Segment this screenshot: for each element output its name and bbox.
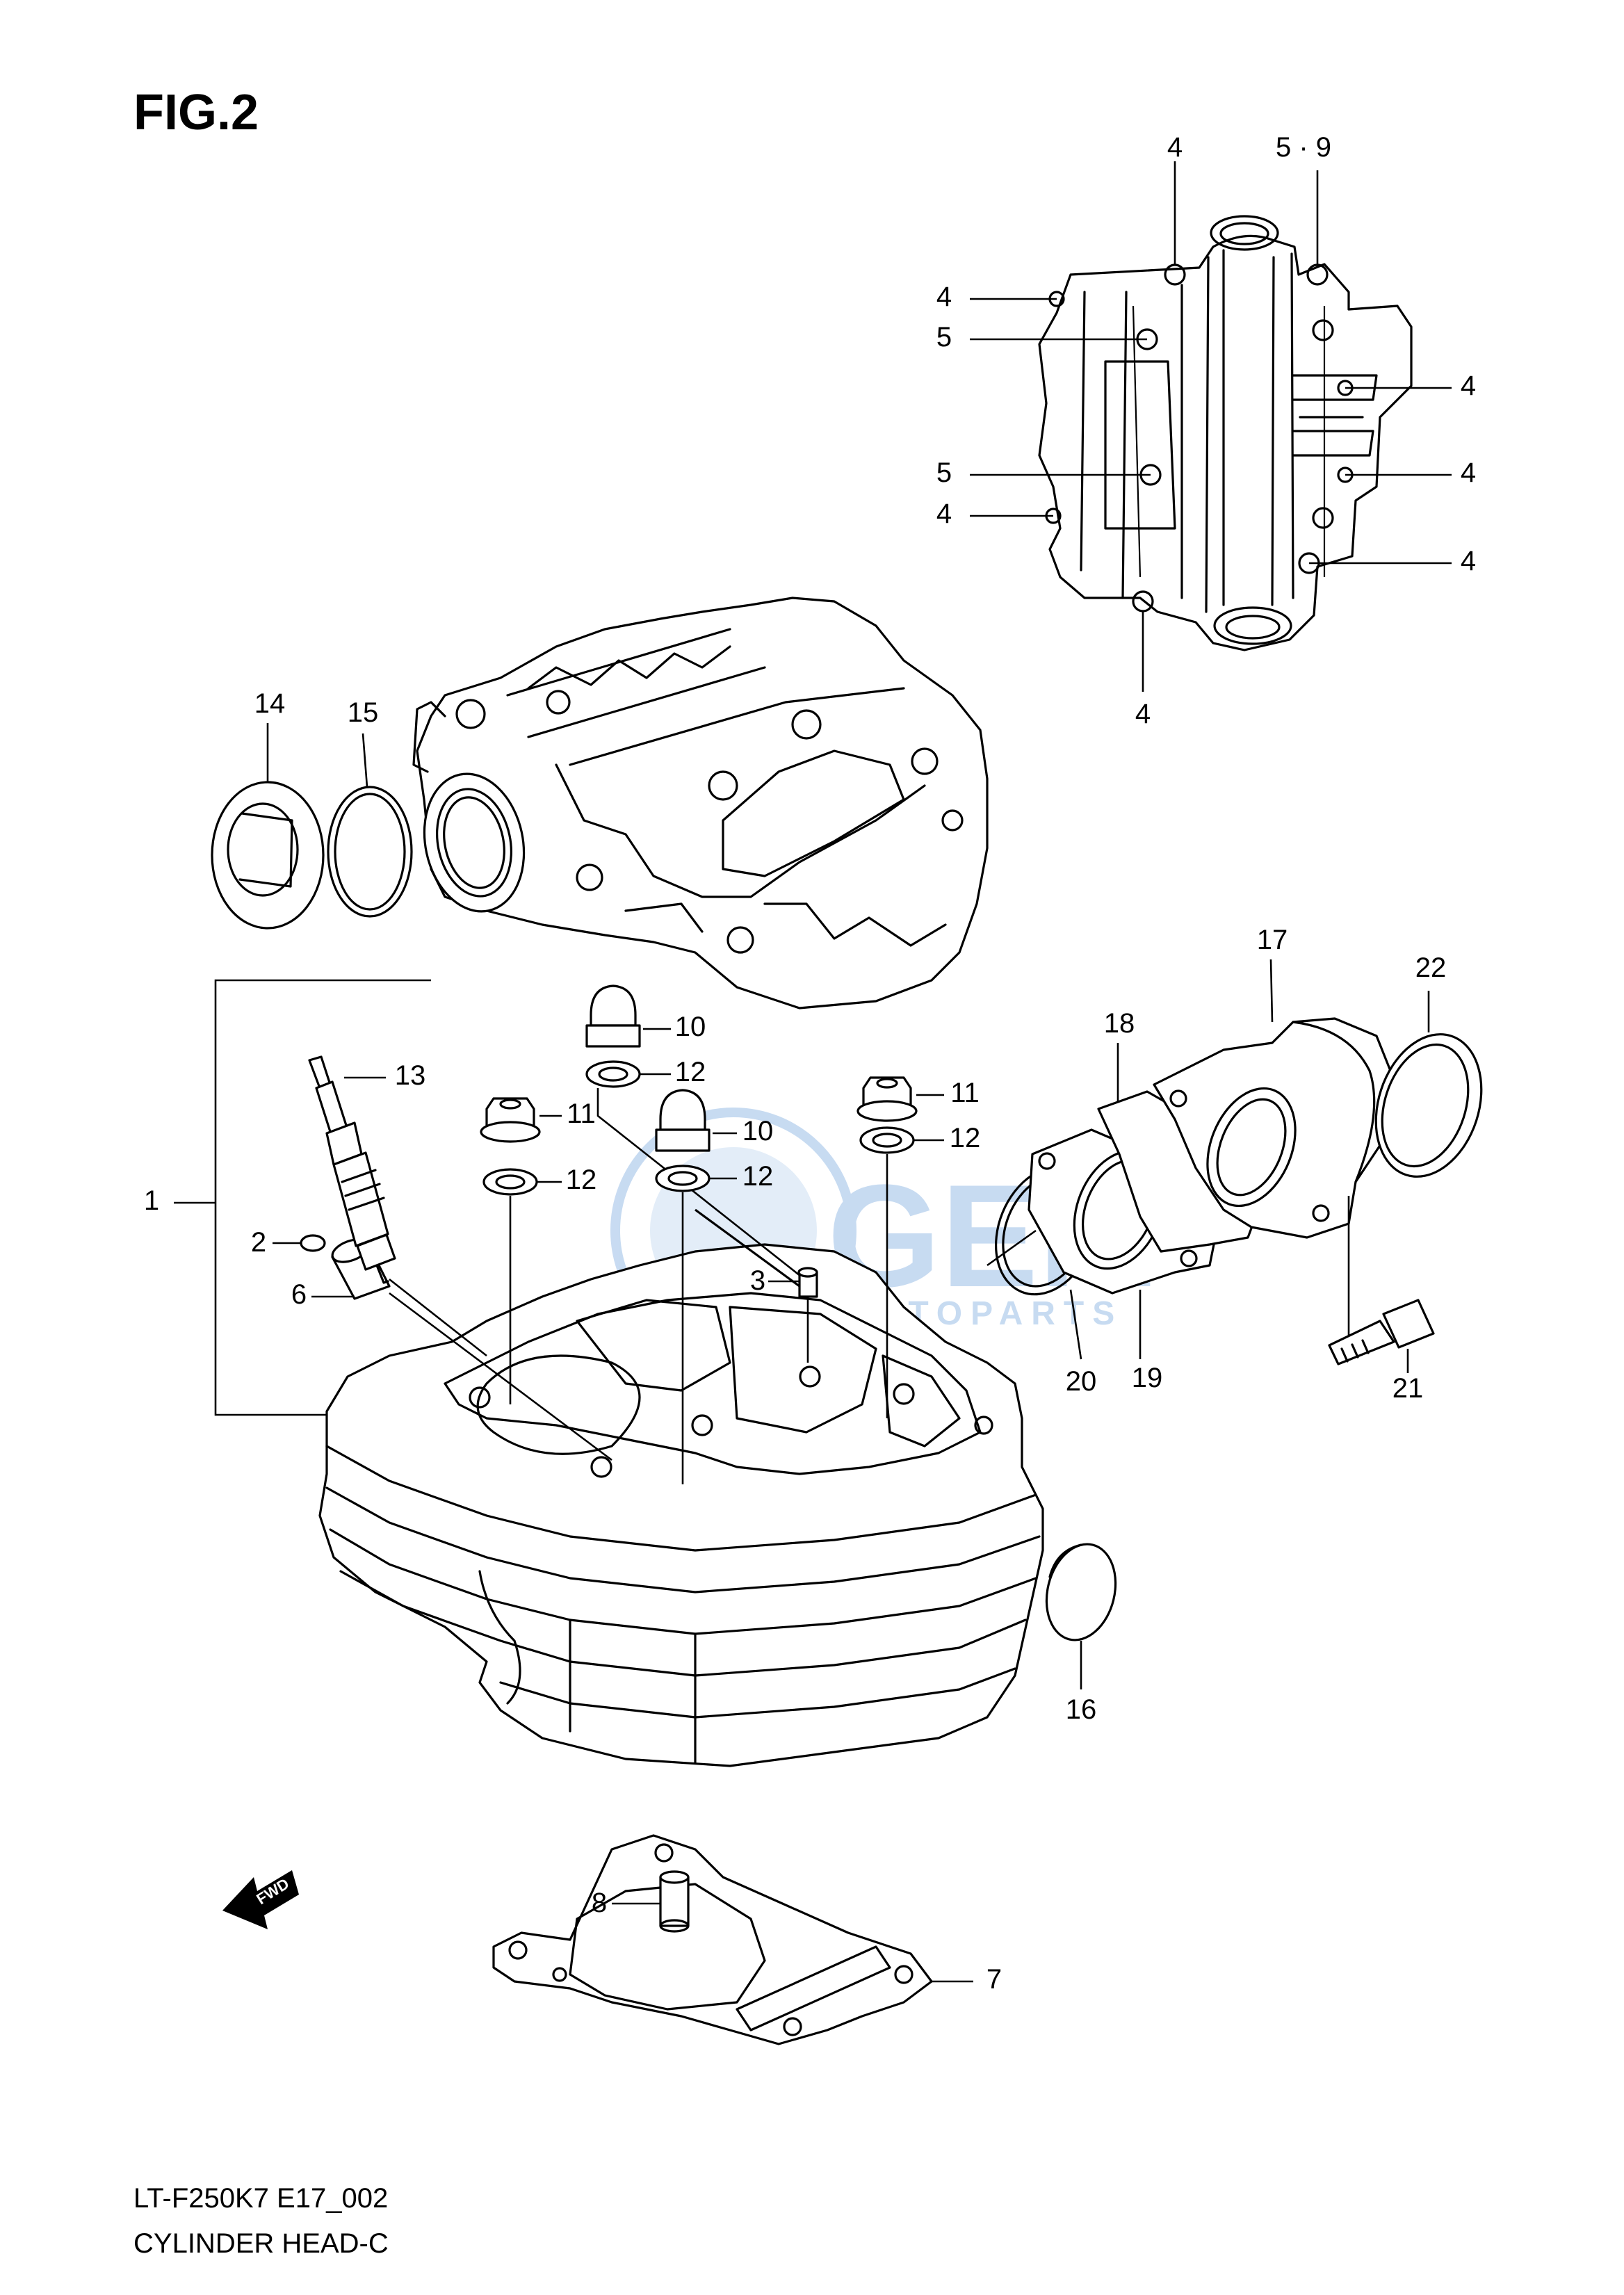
callout-22: 22 <box>1415 952 1447 983</box>
part-12-washer-center <box>655 1165 737 1484</box>
callout-18: 18 <box>1104 1008 1135 1039</box>
part-13-spark-plug <box>308 1055 487 1357</box>
callout-12-upper: 12 <box>675 1057 706 1087</box>
callout-12-left: 12 <box>566 1165 597 1195</box>
part-17-intake-pipe <box>1153 959 1392 1347</box>
part-22-clamp <box>1374 991 1483 1178</box>
callout-4-bottom: 4 <box>1135 699 1151 729</box>
callout-4-top: 4 <box>1167 132 1183 163</box>
callout-3: 3 <box>750 1265 765 1296</box>
callout-17: 17 <box>1257 925 1288 955</box>
callout-10-lower: 10 <box>742 1116 774 1146</box>
part-11-nut-left <box>480 1097 562 1143</box>
part-2-ring <box>273 1234 326 1252</box>
part-14-cap <box>211 723 325 930</box>
callout-12-right: 12 <box>950 1123 981 1153</box>
callout-5-lower: 5 <box>936 457 952 488</box>
callout-8: 8 <box>592 1888 607 1918</box>
part-8-dowel <box>612 1870 690 1933</box>
callout-4-left-lower: 4 <box>936 498 952 529</box>
part-16-cap <box>1045 1543 1117 1689</box>
part-7-head-gasket <box>492 1834 973 2045</box>
callout-20: 20 <box>1066 1366 1097 1397</box>
callout-5-9: 5 · 9 <box>1276 132 1331 163</box>
part-3-stud <box>768 1267 818 1363</box>
callout-4-right-middle: 4 <box>1461 457 1476 488</box>
callout-11-right: 11 <box>950 1078 980 1108</box>
part-15-o-ring <box>327 733 413 918</box>
callout-2: 2 <box>251 1227 266 1258</box>
callout-1: 1 <box>144 1185 159 1216</box>
cylinder-head-top-view <box>970 161 1452 692</box>
figure-title: FIG.2 <box>133 85 259 140</box>
cylinder-head-cover <box>412 597 989 1009</box>
callout-4-right-lower: 4 <box>1461 546 1476 576</box>
callout-15: 15 <box>348 697 379 728</box>
part-10-cap-nut-lower <box>655 1089 737 1152</box>
callout-16: 16 <box>1066 1694 1097 1725</box>
diagram-caption: CYLINDER HEAD-C <box>133 2228 389 2259</box>
assembly-bracket-1 <box>214 979 431 1416</box>
callout-13: 13 <box>395 1060 426 1091</box>
callout-11-left: 11 <box>567 1098 596 1129</box>
cylinder-head-body <box>318 1243 1044 1767</box>
part-12-washer-right <box>859 1126 944 1418</box>
callout-12-center: 12 <box>742 1161 774 1192</box>
callout-4-right-upper: 4 <box>1461 371 1476 401</box>
callout-10-upper: 10 <box>675 1012 706 1042</box>
callout-4-left-upper: 4 <box>936 282 952 312</box>
part-11-nut-right <box>856 1076 944 1122</box>
fwd-arrow-icon: FWD <box>222 1870 299 1929</box>
part-11-nut-center <box>695 1208 800 1288</box>
callout-19: 19 <box>1132 1363 1163 1393</box>
callout-21: 21 <box>1392 1373 1424 1404</box>
part-21-bolt <box>1328 1299 1435 1373</box>
callout-6: 6 <box>291 1279 307 1310</box>
callout-5-upper: 5 <box>936 322 952 352</box>
part-10-cap-nut-upper <box>585 984 671 1048</box>
callout-7: 7 <box>986 1964 1002 1995</box>
callout-14: 14 <box>254 688 286 719</box>
model-code: LT-F250K7 E17_002 <box>133 2183 388 2214</box>
part-12-washer-left <box>482 1168 562 1404</box>
part-12-washer-upper <box>585 1060 814 1288</box>
